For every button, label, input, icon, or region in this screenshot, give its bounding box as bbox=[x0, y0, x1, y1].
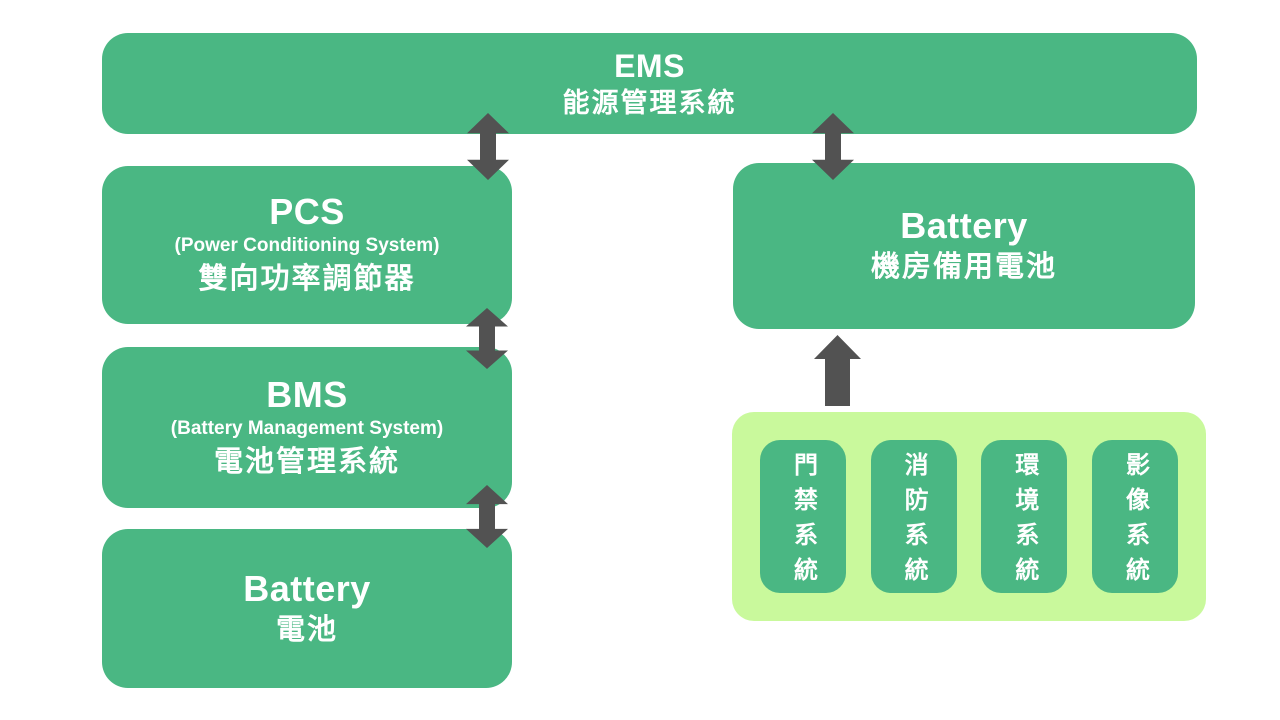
fire-protection-label: 消防系統 bbox=[900, 452, 928, 592]
bms-subtitle-zh: 電池管理系統 bbox=[213, 445, 400, 478]
node-bms: BMS (Battery Management System) 電池管理系統 bbox=[102, 347, 512, 508]
arrow-bms-battery-main-icon bbox=[466, 485, 508, 548]
node-battery-main: Battery 電池 bbox=[102, 529, 512, 688]
pcs-subtitle-en: (Power Conditioning System) bbox=[174, 235, 440, 256]
arrow-ems-pcs-icon bbox=[467, 113, 509, 180]
access-control-label: 門禁系統 bbox=[789, 452, 817, 592]
arrow-ems-battery-backup-icon bbox=[812, 113, 854, 180]
node-access-control-system: 門禁系統 bbox=[760, 440, 846, 593]
node-video-system: 影像系統 bbox=[1091, 440, 1178, 593]
pcs-title: PCS bbox=[269, 191, 345, 232]
node-ems: EMS 能源管理系統 bbox=[102, 33, 1197, 134]
pcs-subtitle-zh: 雙向功率調節器 bbox=[198, 263, 416, 295]
battery-main-title: Battery bbox=[243, 567, 371, 609]
subsystem-panel: 門禁系統 消防系統 環境系統 影像系統 bbox=[732, 412, 1206, 621]
node-battery-backup: Battery 機房備用電池 bbox=[733, 163, 1195, 329]
ems-subtitle-zh: 能源管理系統 bbox=[562, 87, 737, 118]
bms-title: BMS bbox=[266, 373, 348, 415]
battery-backup-subtitle-zh: 機房備用電池 bbox=[870, 251, 1057, 283]
environment-label: 環境系統 bbox=[1010, 452, 1038, 592]
ems-title: EMS bbox=[614, 47, 685, 84]
arrow-subsystems-battery-backup-icon bbox=[814, 335, 861, 406]
bms-subtitle-en: (Battery Management System) bbox=[170, 417, 444, 439]
arrow-pcs-bms-icon bbox=[466, 308, 508, 369]
video-label: 影像系統 bbox=[1121, 452, 1149, 592]
node-pcs: PCS (Power Conditioning System) 雙向功率調節器 bbox=[102, 166, 512, 324]
node-fire-protection-system: 消防系統 bbox=[870, 440, 957, 593]
battery-main-subtitle-zh: 電池 bbox=[275, 613, 338, 646]
battery-backup-title: Battery bbox=[900, 205, 1028, 246]
node-environment-system: 環境系統 bbox=[981, 440, 1068, 593]
